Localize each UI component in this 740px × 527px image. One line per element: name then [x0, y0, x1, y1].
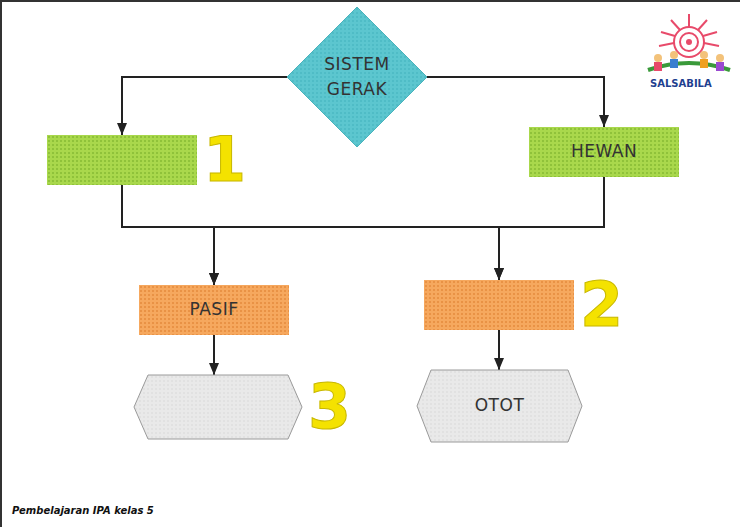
callout-number: 1 — [203, 129, 246, 191]
callout-number: 3 — [308, 376, 351, 438]
type-box: PASIF — [139, 285, 289, 335]
decision-diamond: SISTEM GERAK — [287, 7, 427, 147]
connector-arrow — [122, 77, 287, 135]
callout-number: 2 — [580, 274, 623, 336]
connector-arrow — [213, 335, 215, 375]
hexagon-outline — [134, 375, 302, 439]
connector-arrow — [122, 185, 499, 280]
connector-arrow — [427, 77, 604, 127]
node-text: OTOT — [475, 393, 525, 419]
connector-arrow — [498, 330, 500, 370]
category-box: 1 — [47, 135, 197, 185]
connector-arrow — [214, 177, 604, 285]
organ-hexagon: 3 — [134, 375, 302, 439]
type-box: 2 — [424, 280, 574, 330]
footer-note: Pembelajaran IPA kelas 5 — [12, 505, 154, 516]
connector-arrow — [499, 177, 604, 280]
logo-illustration — [648, 14, 730, 71]
node-text: PASIF — [190, 297, 239, 323]
node-text: SISTEM GERAK — [317, 52, 397, 103]
diamond-outline — [287, 7, 427, 147]
node-text: HEWAN — [571, 139, 637, 165]
organ-hexagon: OTOT — [417, 370, 582, 442]
category-box: HEWAN — [529, 127, 679, 177]
logo-text: SALSABILA — [650, 78, 712, 89]
connector-arrow — [122, 185, 214, 285]
